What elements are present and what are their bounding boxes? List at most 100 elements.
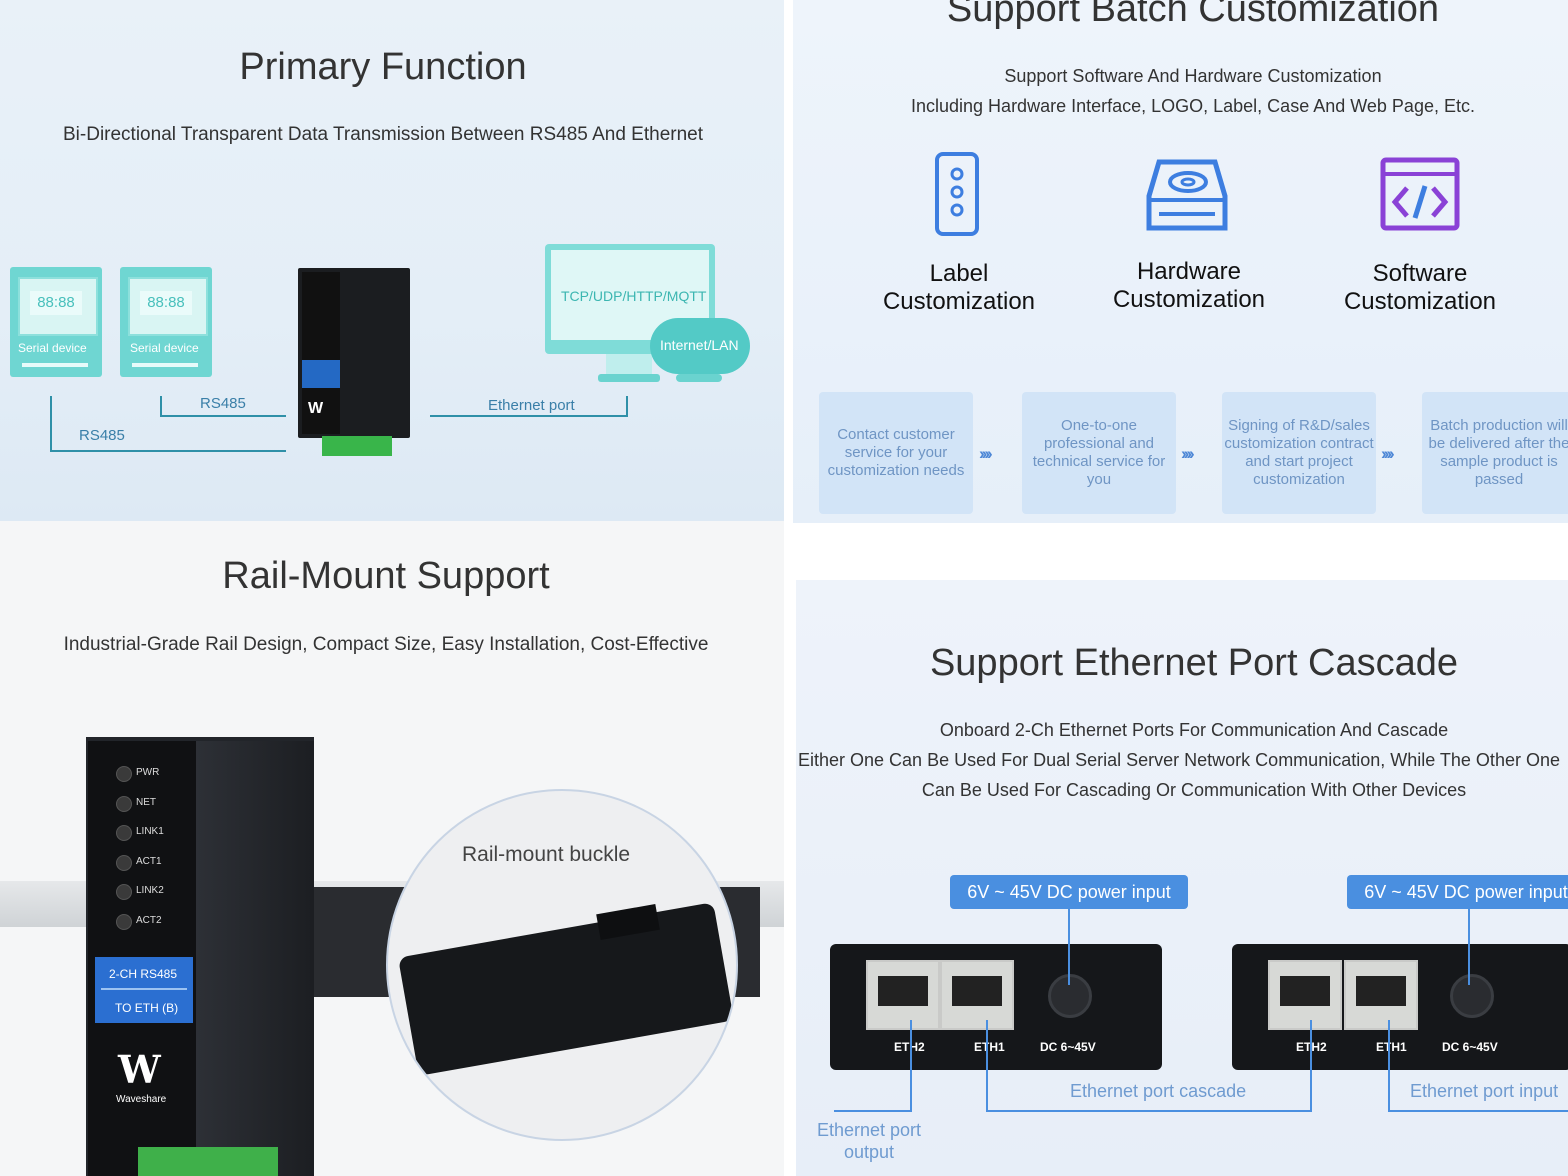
input-line-vert — [1388, 1020, 1390, 1112]
rs485-line-b-vert — [160, 396, 162, 416]
ethernet-cascade-panel: Support Ethernet Port Cascade Onboard 2-… — [796, 580, 1568, 1176]
badge-line-1: 2-CH RS485 — [109, 967, 178, 981]
hardware-line-2: Customization — [1112, 286, 1266, 313]
output-line-horiz — [834, 1110, 912, 1112]
device-front-1: ETH2 ETH1 DC 6~45V — [830, 944, 1162, 1070]
led-pwr-icon — [116, 766, 132, 782]
eth2-port-icon — [1268, 960, 1342, 1030]
terminal-block — [322, 436, 392, 456]
serial-server-device: W — [298, 268, 410, 438]
led-act1-icon — [116, 855, 132, 871]
brand-label: Waveshare — [116, 1094, 167, 1105]
cascade-line-right — [1310, 1020, 1312, 1112]
led-act2-icon — [116, 914, 132, 930]
code-icon — [1380, 157, 1460, 231]
eth1-port-icon — [1344, 960, 1418, 1030]
step-arrow-1: ›››› — [979, 444, 993, 463]
cascade-line-2: Either One Can Be Used For Dual Serial S… — [798, 750, 1560, 770]
software-line-1: Software — [1372, 260, 1468, 287]
hardware-customization-title: Hardware Customization — [1089, 258, 1289, 314]
cloud-icon: Internet/LAN — [650, 318, 750, 374]
rail-title: Rail-Mount Support — [222, 555, 550, 597]
output-label-line-1: Ethernet port — [816, 1120, 922, 1140]
led-link1-icon — [116, 825, 132, 841]
terminal-block-large — [138, 1147, 278, 1176]
rs485-label-a: RS485 — [79, 427, 125, 444]
input-line-horiz — [1388, 1110, 1568, 1112]
label-icon — [935, 152, 979, 236]
process-step-3: Signing of R&D/sales customization contr… — [1222, 392, 1376, 514]
ethernet-line-horiz — [430, 415, 628, 417]
rail-subtitle: Industrial-Grade Rail Design, Compact Si… — [63, 634, 709, 655]
process-step-4: Batch production will be delivered after… — [1422, 392, 1568, 514]
cascade-line-3: Can Be Used For Cascading Or Communicati… — [921, 780, 1467, 800]
label-line-1: Label — [929, 260, 989, 287]
led-act2-label: ACT2 — [136, 915, 162, 926]
led-pwr-label: PWR — [136, 767, 160, 778]
software-customization-title: Software Customization — [1320, 260, 1520, 316]
primary-title: Primary Function — [239, 46, 527, 88]
eth1-label: ETH1 — [1376, 1040, 1407, 1054]
device-screen: 88:88 — [30, 291, 82, 315]
batch-subtitle-2: Including Hardware Interface, LOGO, Labe… — [911, 96, 1475, 116]
output-label-line-2: output — [843, 1142, 895, 1162]
device-screen: 88:88 — [140, 291, 192, 315]
rs485-label-b: RS485 — [200, 395, 246, 412]
computer-monitor: TCP/UDP/HTTP/MQTT — [545, 244, 715, 354]
ethernet-line-vert — [626, 396, 628, 416]
eth1-label: ETH1 — [974, 1040, 1005, 1054]
serial-device-label: Serial device — [18, 341, 87, 355]
rs485-line-a-horiz — [50, 450, 286, 452]
dc-label: DC 6~45V — [1040, 1040, 1096, 1054]
batch-subtitle-1: Support Software And Hardware Customizat… — [1004, 66, 1382, 86]
waveshare-logo-icon: W — [118, 1047, 161, 1092]
led-link1-label: LINK1 — [136, 826, 164, 837]
serial-device-label: Serial device — [130, 341, 199, 355]
eth2-label: ETH2 — [894, 1040, 925, 1054]
badge-line-2: TO ETH (B) — [115, 1001, 179, 1015]
led-net-icon — [116, 796, 132, 812]
monitor-stand — [606, 354, 652, 376]
rs485-line-a-vert — [50, 396, 52, 451]
process-step-2: One-to-one professional and technical se… — [1022, 392, 1176, 514]
eth2-port-icon — [866, 960, 940, 1030]
buckle-closeup — [398, 902, 734, 1076]
led-link2-label: LINK2 — [136, 885, 164, 896]
power-input-label-1: 6V ~ 45V DC power input — [950, 875, 1188, 909]
batch-title: Support Batch Customization — [946, 0, 1440, 30]
batch-customization-panel: Support Batch Customization Support Soft… — [793, 0, 1568, 523]
power-line-1 — [1068, 909, 1070, 985]
ethernet-port-label: Ethernet port — [488, 397, 575, 414]
dc-jack-icon — [1450, 974, 1494, 1018]
device-front-2: ETH2 ETH1 DC 6~45V — [1232, 944, 1568, 1070]
cascade-title: Support Ethernet Port Cascade — [929, 642, 1459, 684]
dc-label: DC 6~45V — [1442, 1040, 1498, 1054]
led-link2-icon — [116, 884, 132, 900]
protocols-label: TCP/UDP/HTTP/MQTT — [561, 288, 707, 304]
buckle-callout — [386, 789, 738, 1141]
cloud-label: Internet/LAN — [660, 337, 739, 353]
buckle-label: Rail-mount buckle — [462, 843, 631, 866]
hardware-icon — [1146, 159, 1228, 231]
cascade-line-horiz — [986, 1110, 1310, 1112]
step-arrow-2: ›››› — [1181, 444, 1195, 463]
rail-mount-panel: Rail-Mount Support Industrial-Grade Rail… — [0, 521, 784, 1176]
primary-subtitle: Bi-Directional Transparent Data Transmis… — [63, 124, 703, 145]
led-act1-label: ACT1 — [136, 856, 162, 867]
serial-device-2: 88:88 Serial device — [120, 267, 212, 377]
output-label: Ethernet port output — [814, 1119, 924, 1163]
cascade-line-left — [986, 1020, 988, 1112]
software-line-2: Customization — [1343, 288, 1497, 315]
step-arrow-3: ›››› — [1381, 444, 1395, 463]
rs485-line-b-horiz — [160, 415, 286, 417]
cascade-label: Ethernet port cascade — [1070, 1081, 1247, 1101]
label-line-2: Customization — [882, 288, 1036, 315]
output-line-vert — [910, 1020, 912, 1112]
serial-device-1: 88:88 Serial device — [10, 267, 102, 377]
cascade-line-1: Onboard 2-Ch Ethernet Ports For Communic… — [939, 720, 1449, 740]
power-line-2 — [1468, 909, 1470, 985]
dc-jack-icon — [1048, 974, 1092, 1018]
primary-function-panel: Primary Function Bi-Directional Transpar… — [0, 0, 784, 521]
input-label: Ethernet port input — [1410, 1081, 1559, 1101]
waveshare-logo-icon: W — [308, 400, 324, 417]
